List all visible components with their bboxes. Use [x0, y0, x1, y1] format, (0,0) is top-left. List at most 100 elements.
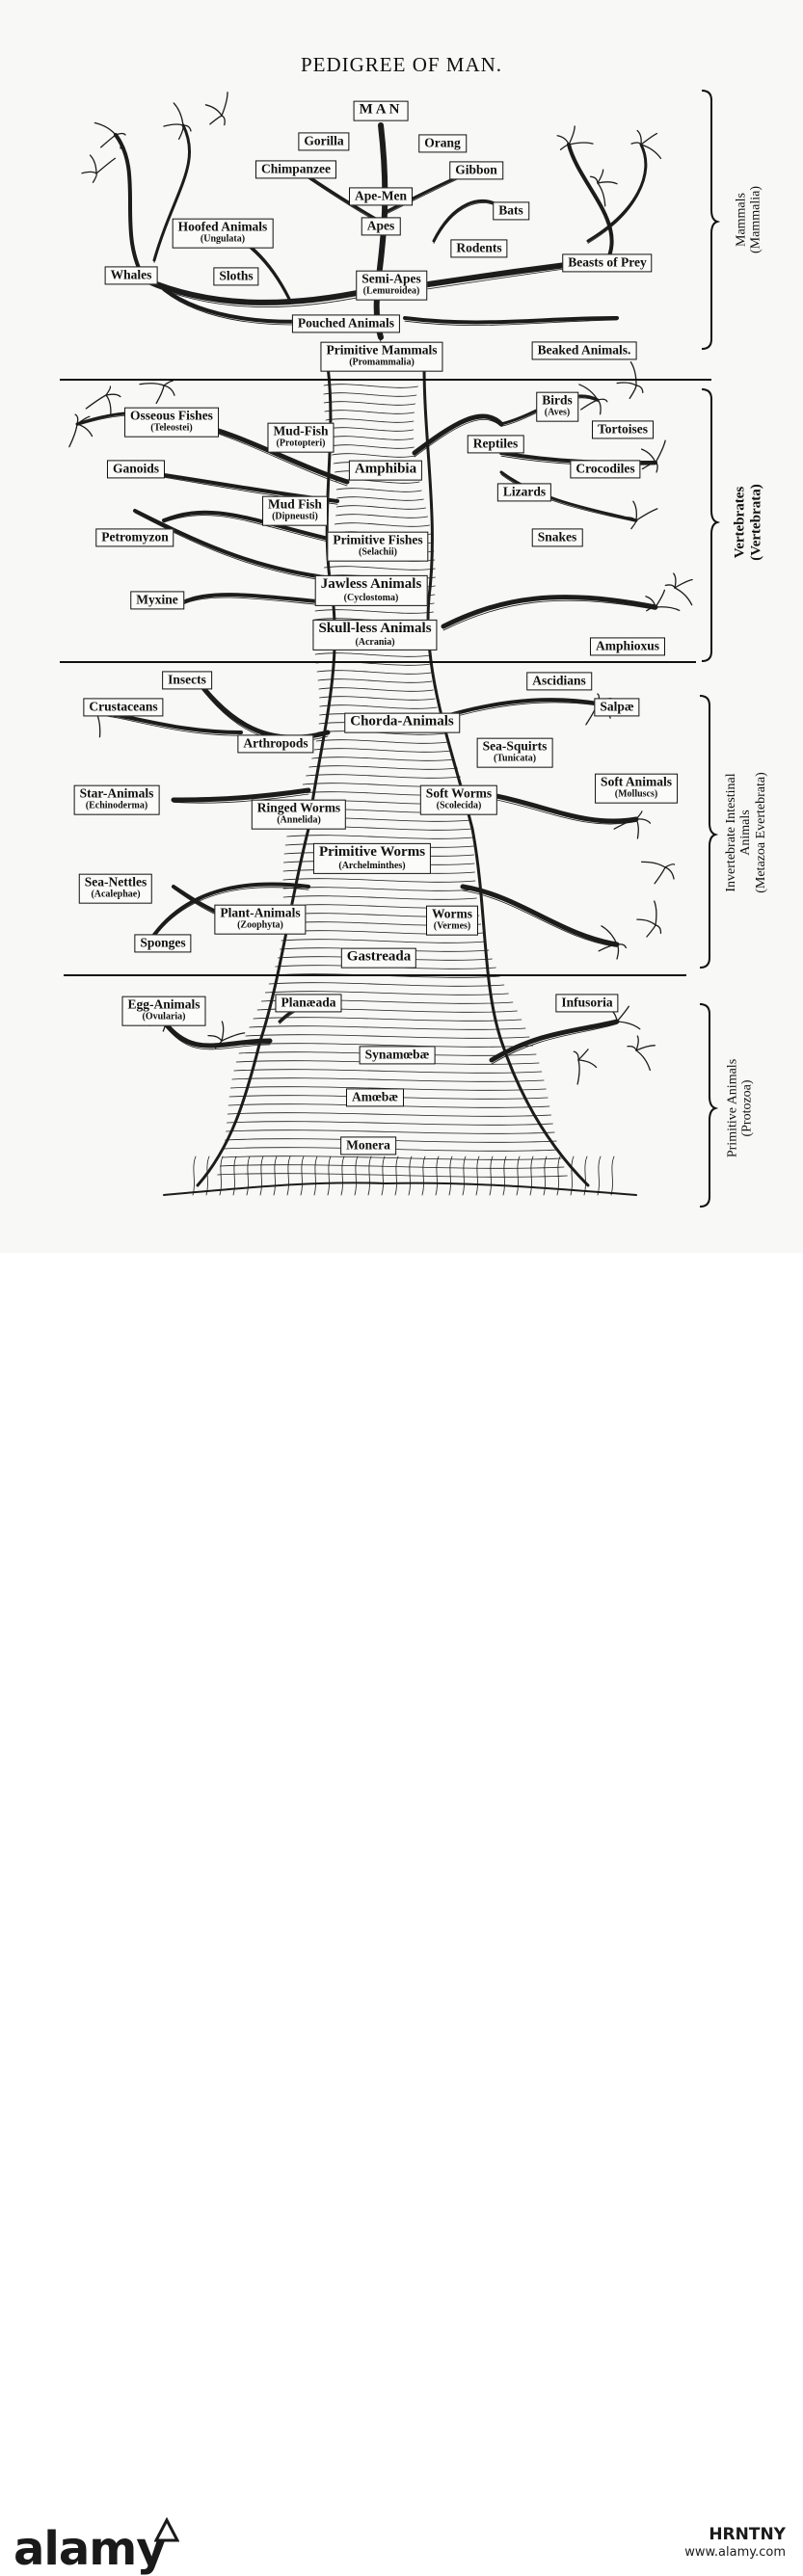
node-mud-fish-2-name: Mud Fish [268, 496, 322, 512]
twig [580, 399, 599, 411]
node-egg-animals-sub: (Ovularia) [142, 1011, 186, 1022]
trunk-hatch-line [317, 678, 433, 683]
twig [616, 943, 620, 960]
twig [221, 1021, 225, 1042]
root-hatch-line [583, 1155, 588, 1196]
trunk-hatch-line [306, 774, 461, 779]
node-skull-less-name: Skull-less Animals [318, 620, 432, 636]
root-hatch-line [556, 1155, 561, 1196]
node-lizards-name: Lizards [502, 484, 547, 499]
node-infusoria-name: Infusoria [561, 995, 613, 1010]
site-url: www.alamy.com [684, 2545, 786, 2561]
trunk-hatch-line [233, 1069, 543, 1074]
twig [100, 134, 117, 148]
twig [627, 1045, 637, 1051]
trunk-hatch-line [253, 1017, 522, 1022]
node-sea-squirts-sub: (Tunicata) [493, 753, 537, 764]
branch-shading [404, 319, 618, 326]
trunk-hatch-line [281, 939, 487, 943]
root-hatch-line [516, 1155, 521, 1196]
section-primitive-label: Primitive Animals [725, 1058, 740, 1158]
node-sea-nettles-sub: (Acalephae) [91, 889, 141, 900]
node-salpae: Salpæ [594, 698, 640, 717]
root-hatch-line [421, 1155, 426, 1196]
branch-shading [462, 890, 618, 947]
tree-branch [133, 509, 335, 580]
twig [616, 943, 628, 949]
tree-branch [412, 413, 504, 456]
tree-branch [142, 277, 379, 305]
twig [632, 500, 637, 521]
twig [568, 125, 575, 146]
tree-branch [489, 1019, 620, 1063]
node-synamoebae-name: Synamœbæ [364, 1047, 430, 1062]
node-sloths-name: Sloths [219, 268, 254, 283]
twig [641, 462, 656, 470]
trunk-hatch-line [323, 392, 417, 397]
twig [635, 810, 643, 820]
node-amphioxus: Amphioxus [589, 637, 666, 656]
node-gibbon-name: Gibbon [455, 162, 497, 177]
twig [115, 132, 126, 136]
section-invertebrates-line2: Animals [738, 810, 754, 856]
node-gastreada: Gastreada [340, 947, 417, 969]
trunk-hatch-line [311, 757, 455, 761]
node-rodents: Rodents [450, 239, 508, 258]
root-hatch-line [246, 1155, 251, 1196]
twig [597, 182, 606, 207]
twig [105, 394, 112, 415]
node-orang: Orang [418, 134, 467, 153]
twig [163, 123, 184, 127]
twig [654, 900, 657, 926]
twig [155, 385, 165, 405]
brand-mark-icon [154, 2517, 179, 2542]
root-hatch-line [408, 1155, 413, 1196]
node-gastreada-name: Gastreada [346, 948, 412, 965]
twig [616, 1021, 641, 1030]
section-mammals-label: Mammals [734, 193, 749, 248]
node-sea-nettles: Sea-Nettles(Acalephae) [78, 873, 153, 904]
root-hatch-line [367, 1155, 372, 1196]
root-hatch-line [597, 1155, 602, 1196]
twig [556, 135, 570, 146]
node-worms: Worms(Vermes) [426, 905, 478, 936]
twig [629, 385, 637, 400]
twig [76, 423, 94, 438]
node-reptiles: Reptiles [467, 435, 524, 454]
twig [629, 360, 637, 386]
divider-invertebrates-primitive [64, 974, 686, 976]
twig [177, 124, 184, 140]
node-arthropods-name: Arthropods [243, 735, 308, 751]
node-myxine-name: Myxine [136, 592, 178, 607]
node-arthropods: Arthropods [237, 734, 314, 754]
root-hatch-line [259, 1155, 264, 1196]
twig [92, 173, 97, 183]
twig [613, 818, 637, 830]
twig [578, 384, 599, 401]
section-vertebrates-label: Vertebrates [732, 486, 748, 559]
tree-branch [152, 882, 310, 937]
trunk-hatch-line [245, 1034, 530, 1039]
root-hatch-line [300, 1155, 305, 1196]
twig [204, 104, 223, 117]
twig [655, 924, 662, 935]
trunk-hatch-line [318, 687, 434, 692]
twig [105, 393, 121, 398]
node-myxine: Myxine [130, 591, 184, 610]
branch-shading [442, 599, 656, 631]
node-amphioxus-name: Amphioxus [595, 638, 660, 653]
node-snakes: Snakes [531, 528, 583, 547]
section-label-mammals: Mammals (Mammalia) [735, 186, 764, 253]
section-label-vertebrates: Vertebrates (Vertebrata) [733, 484, 764, 560]
twig [621, 517, 637, 521]
twig [81, 171, 97, 174]
node-planaeada-name: Planæada [281, 995, 336, 1010]
tree-branch [171, 787, 311, 803]
twig [209, 115, 223, 125]
engraving-page: PEDIGREE OF MAN. Mammals (Mammalia) Vert… [0, 0, 803, 1253]
twig [598, 943, 618, 952]
twig [85, 394, 107, 410]
twig [105, 385, 112, 396]
root-hatch-line [502, 1155, 507, 1196]
node-monera: Monera [340, 1136, 396, 1155]
